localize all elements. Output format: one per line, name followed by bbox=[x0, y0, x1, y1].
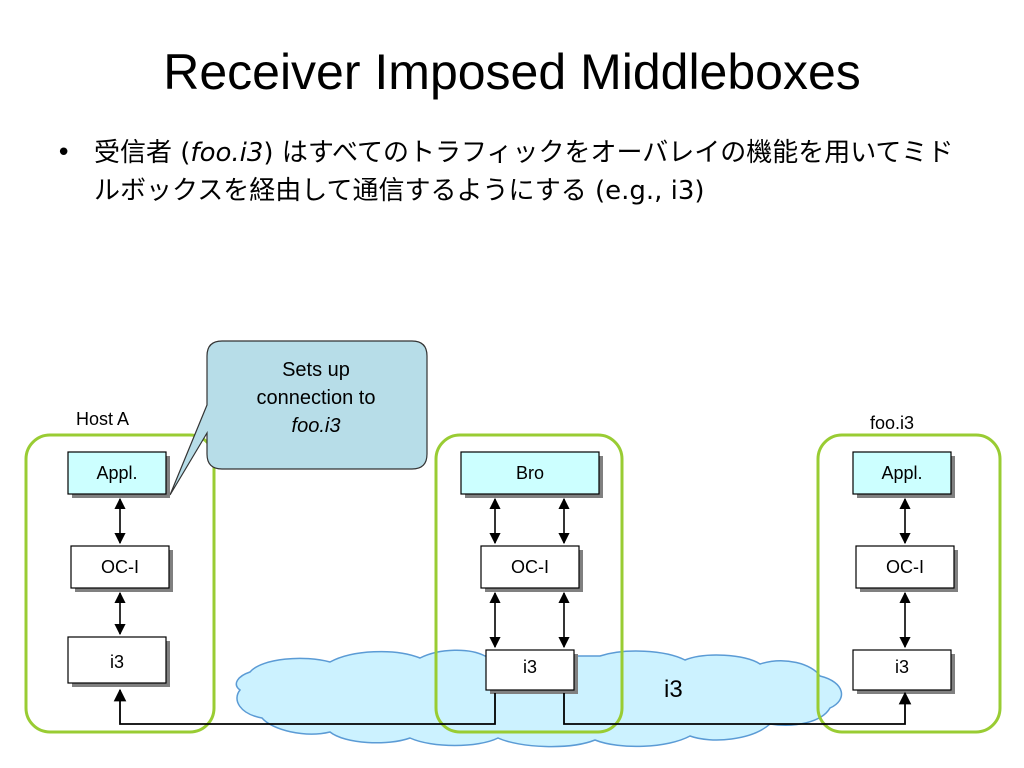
callout-line-3: foo.i3 bbox=[291, 415, 341, 437]
cloud-label: i3 bbox=[664, 676, 683, 703]
middlebox-i3-label: i3 bbox=[522, 657, 537, 677]
bullet-text-post: ) はすべてのトラフィックをオーバレイの機能を用いてミドルボックスを経由して通信… bbox=[94, 138, 954, 206]
callout-bubble bbox=[169, 340, 428, 496]
slide-title: Receiver Imposed Middleboxes bbox=[163, 44, 861, 100]
middlebox-i3-box bbox=[485, 649, 575, 691]
callout-line-1: Sets up bbox=[282, 359, 350, 381]
receiver-oci-label: OC-I bbox=[886, 557, 924, 577]
bullet-text: 受信者 (foo.i3) はすべてのトラフィックをオーバレイの機能を用いてミドル… bbox=[94, 134, 974, 210]
bullet-text-italic: foo.i3 bbox=[190, 138, 264, 168]
middlebox-bro-label: Bro bbox=[515, 463, 544, 483]
stack-arrows bbox=[114, 497, 911, 649]
bullet-text-pre: 受信者 ( bbox=[94, 138, 191, 168]
host-a-appl-label: Appl. bbox=[96, 463, 138, 483]
host-a-i3-label: i3 bbox=[109, 652, 124, 672]
host-a-oci-label: OC-I bbox=[101, 557, 139, 577]
receiver-appl-label: Appl. bbox=[881, 463, 923, 483]
middlebox-oci-label: OC-I bbox=[511, 557, 549, 577]
receiver-label: foo.i3 bbox=[870, 413, 915, 433]
receiver-oci-box bbox=[855, 545, 955, 589]
receiver-i3-box bbox=[852, 649, 952, 691]
host-a-appl-box bbox=[67, 451, 167, 495]
middlebox-bro-box bbox=[460, 451, 600, 495]
receiver-appl-box bbox=[852, 451, 952, 495]
receiver-i3-label: i3 bbox=[894, 657, 909, 677]
bullet-marker: • bbox=[56, 138, 72, 168]
host-a-i3-box bbox=[67, 636, 167, 684]
host-a-oci-box bbox=[70, 545, 170, 589]
overlay-path bbox=[113, 688, 912, 725]
middlebox-oci-box bbox=[480, 545, 580, 589]
middlebox-container bbox=[434, 433, 624, 734]
callout-text: Sets up connection to foo.i3 bbox=[206, 356, 426, 440]
callout-line-2: connection to bbox=[256, 387, 376, 409]
host-a-container bbox=[24, 433, 216, 734]
receiver-container bbox=[816, 433, 1002, 734]
host-a-label: Host A bbox=[76, 409, 130, 429]
